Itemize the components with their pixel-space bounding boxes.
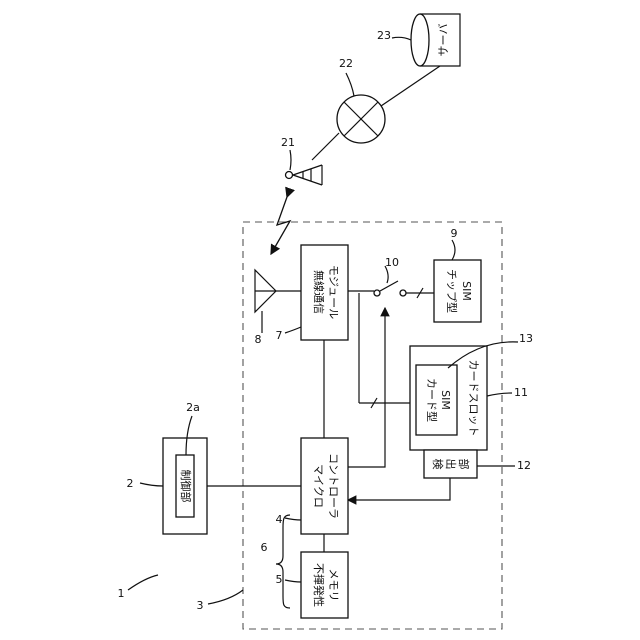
switch-control-line xyxy=(348,308,385,467)
ref-11: 11 xyxy=(514,386,528,399)
leader-11 xyxy=(487,393,512,396)
ref-22: 22 xyxy=(339,57,353,70)
control-unit-label: 制御部 xyxy=(179,470,193,503)
ref-23: 23 xyxy=(377,29,391,42)
group-bracket xyxy=(276,515,290,608)
detector-box: 検 出 部 xyxy=(424,450,477,478)
ref-13: 13 xyxy=(519,332,533,345)
card-sim-box: カード型 SIM xyxy=(416,365,457,435)
ref-4: 4 xyxy=(276,513,283,526)
memory-label-2: メモリ xyxy=(327,569,340,602)
leader-23 xyxy=(392,37,411,40)
ref-2: 2 xyxy=(127,477,134,490)
memory-label-1: 不揮発性 xyxy=(312,563,326,607)
leader-9 xyxy=(452,240,455,260)
wireless-module-label-1: 無線通信 xyxy=(312,270,326,314)
leader-1 xyxy=(128,575,158,590)
server-network-link xyxy=(381,66,440,106)
leader-21 xyxy=(290,150,291,170)
chip-sim-label-1: チップ型 xyxy=(445,269,459,313)
chip-sim-box: チップ型 SIM xyxy=(434,260,481,322)
server-cylinder: サーバ xyxy=(411,14,460,66)
ref-12: 12 xyxy=(517,459,531,472)
leader-2 xyxy=(140,483,163,486)
network-tower-link xyxy=(312,133,339,160)
switch-lever xyxy=(380,281,398,291)
leader-5 xyxy=(285,580,301,582)
control-device-box: 制御部 xyxy=(163,438,207,534)
chip-sim-label-2: SIM xyxy=(460,281,473,301)
card-sim-label-2: SIM xyxy=(439,390,452,410)
wireless-link-icon xyxy=(271,197,290,254)
ref-8: 8 xyxy=(255,333,262,346)
ref-9: 9 xyxy=(451,227,458,240)
wireless-module-label-2: モジュール xyxy=(327,265,340,319)
ref-3: 3 xyxy=(197,599,204,612)
microcontroller-label-2: コントローラ xyxy=(327,453,340,519)
ref-21: 21 xyxy=(281,136,295,149)
detector-label-2: 出 xyxy=(444,459,458,470)
network-node xyxy=(337,95,385,143)
microcontroller-label-1: マイクロ xyxy=(312,464,325,508)
detector-label-1: 検 xyxy=(431,459,445,470)
memory-box: 不揮発性 メモリ xyxy=(301,552,348,618)
switch-contact xyxy=(400,290,406,296)
detector-micro-line xyxy=(348,478,450,500)
ref-1: 1 xyxy=(118,587,125,600)
detector-label-3: 部 xyxy=(457,459,471,470)
ref-5: 5 xyxy=(276,573,283,586)
switch-pivot xyxy=(374,290,380,296)
leader-7 xyxy=(285,327,301,333)
ref-2a: 2a xyxy=(186,401,200,414)
wireless-module-box: 無線通信 モジュール xyxy=(301,245,348,340)
server-label: サーバ xyxy=(437,24,450,57)
antenna-icon xyxy=(255,270,301,312)
ref-7: 7 xyxy=(276,329,283,342)
leader-4 xyxy=(285,518,301,520)
ref-6: 6 xyxy=(261,541,268,554)
card-slot-label: カードスロット xyxy=(467,360,480,437)
ref-10: 10 xyxy=(385,256,399,269)
card-sim-label-1: カード型 xyxy=(425,378,439,422)
leader-22 xyxy=(346,73,354,96)
leader-3 xyxy=(208,590,243,604)
microcontroller-box: マイクロ コントローラ xyxy=(301,438,348,534)
base-station-tower-icon xyxy=(286,165,323,185)
